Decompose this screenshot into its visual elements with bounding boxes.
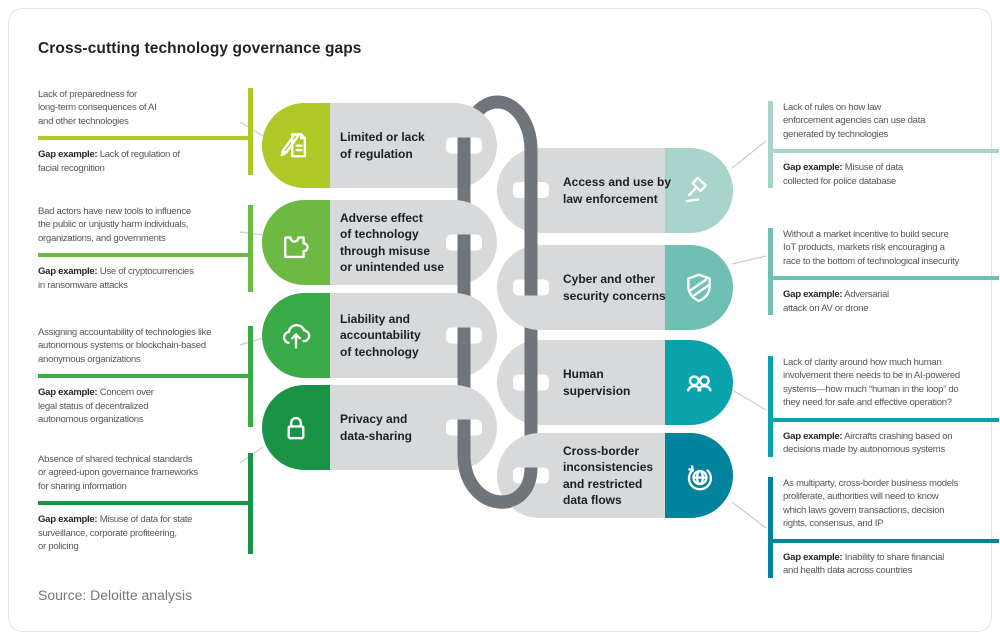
document-pencil-icon — [280, 132, 307, 157]
pill-label: Cross-border inconsistencies and restric… — [563, 444, 654, 507]
security-cap — [665, 245, 733, 330]
gap-example: Gap example: Use of cryptocurrencies in … — [38, 266, 194, 291]
pill-label: Human supervision — [563, 367, 631, 398]
law-enforcement-cap — [665, 148, 733, 233]
pill-label: Cyber and other security concerns — [563, 272, 666, 303]
gap-example: Gap example: Misuse of data collected fo… — [783, 162, 903, 187]
privacy-cap — [262, 385, 330, 470]
annotation-cyber-security: Without a market incentive to build secu… — [768, 228, 999, 316]
gap-example: Gap example: Inability to share financia… — [783, 551, 945, 577]
pill-cross-border: Cross-border inconsistencies and restric… — [497, 433, 733, 518]
padlock-icon — [287, 416, 305, 439]
annotation-human-supervision: Lack of clarity around how much human in… — [768, 356, 999, 457]
pill-human-supervision: Human supervision — [497, 340, 733, 425]
annotation-text: Assigning accountability of technologies… — [38, 327, 212, 365]
annotation-liability: Assigning accountability of technologies… — [38, 326, 253, 427]
annotation-text: Bad actors have new tools to influence t… — [38, 206, 191, 244]
annotation-rule — [38, 374, 248, 379]
pill-label: Access and use by law enforcement — [563, 175, 672, 206]
pill-privacy-data-sharing: Privacy and data-sharing — [262, 385, 497, 470]
annotation-limited-regulation: Lack of preparedness for long-term conse… — [38, 88, 253, 176]
gap-example: Gap example: Adversarial attack on AV or… — [783, 289, 889, 314]
annotation-rule — [773, 276, 999, 281]
annotation-text: As multiparty, cross-border business mod… — [783, 478, 959, 530]
pill-cyber-security: Cyber and other security concerns — [497, 245, 733, 330]
annotation-text: Lack of clarity around how much human in… — [783, 357, 960, 409]
page-title: Cross-cutting technology governance gaps — [38, 40, 362, 58]
annotation-law-enforcement: Lack of rules on how law enforcement age… — [768, 101, 999, 189]
cross-border-cap — [665, 433, 733, 518]
annotation-rule — [773, 149, 999, 154]
annotation-text: Lack of preparedness for long-term conse… — [38, 89, 157, 127]
gap-example: Gap example: Lack of regulation of facia… — [38, 149, 180, 174]
gap-example: Gap example: Aircrafts crashing based on… — [783, 430, 953, 456]
pill-label: Liability and accountability of technolo… — [340, 312, 421, 359]
pill-label: Privacy and data-sharing — [340, 412, 413, 443]
annotation-text: Lack of rules on how law enforcement age… — [783, 102, 926, 140]
annotation-text: Absence of shared technical standards or… — [38, 454, 198, 492]
annotation-rule — [38, 136, 248, 141]
pill-label: Limited or lack of regulation — [340, 130, 425, 161]
globe-rotate-icon — [687, 464, 713, 490]
gavel-icon — [685, 176, 707, 202]
puzzle-piece-icon — [284, 235, 309, 258]
pill-adverse-effect: Adverse effect of technology through mis… — [262, 200, 497, 285]
annotation-rule — [38, 501, 248, 506]
pill-liability-accountability: Liability and accountability of technolo… — [262, 293, 497, 378]
gap-example: Gap example: Concern over legal status o… — [38, 387, 154, 426]
source-note: Source: Deloitte analysis — [38, 587, 193, 603]
pill-law-enforcement: Access and use by law enforcement — [497, 148, 733, 233]
annotation-adverse-effect: Bad actors have new tools to influence t… — [38, 205, 253, 293]
annotation-rule — [773, 417, 999, 422]
liability-cap — [262, 293, 330, 378]
misuse-cap — [262, 200, 330, 285]
pill-label: Adverse effect of technology through mis… — [340, 211, 445, 274]
annotation-privacy: Absence of shared technical standards or… — [38, 453, 253, 554]
annotation-text: Without a market incentive to build secu… — [783, 229, 960, 267]
annotation-cross-border: As multiparty, cross-border business mod… — [768, 477, 999, 578]
regulation-cap — [262, 103, 330, 188]
supervision-cap — [665, 340, 733, 425]
gap-example: Gap example: Misuse of data for state su… — [38, 514, 193, 553]
annotation-rule — [773, 538, 999, 543]
annotation-rule — [38, 253, 248, 258]
cloud-upload-icon — [282, 323, 311, 349]
shield-icon — [687, 273, 711, 302]
people-icon — [687, 374, 712, 391]
pill-limited-regulation: Limited or lack of regulation — [262, 103, 497, 188]
